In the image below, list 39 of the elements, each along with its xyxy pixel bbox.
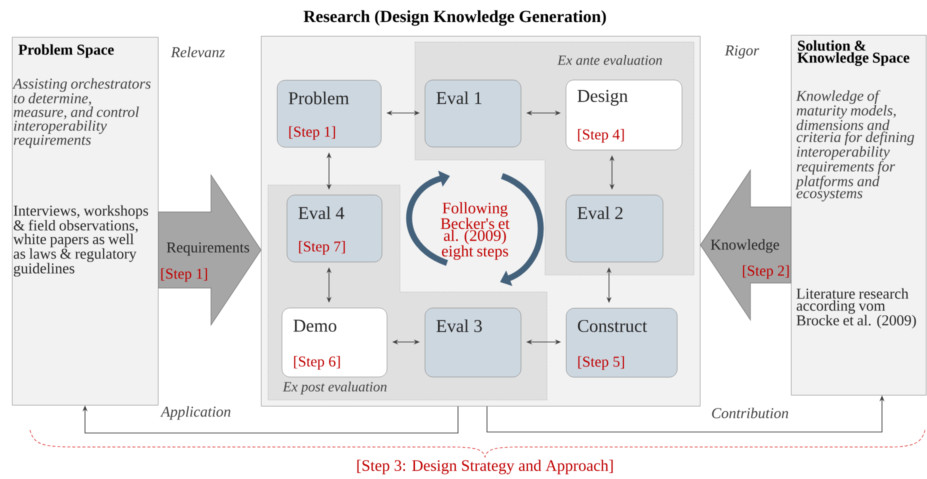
step-label: [Step 1]	[289, 126, 335, 140]
edge-label: Requirements	[166, 242, 250, 256]
box-title: Eval 4	[298, 206, 344, 220]
side-label: Rigor	[724, 45, 760, 59]
panel-heading: Solution & Knowledge Space	[797, 40, 910, 66]
box-title: Eval 1	[436, 91, 482, 104]
step-label: [Step 5]	[578, 356, 624, 370]
box-title: Problem	[288, 92, 349, 104]
description-text: Knowledge of maturity models, dimensions and criteria for defining interoperability requirements for platforms and ecosystems	[795, 90, 914, 202]
process-box	[277, 80, 382, 148]
description-text: Assisting orchestrators to determine, measure, and control interoperability requirements	[12, 78, 151, 148]
edge-label: Application	[160, 405, 232, 421]
block-arrow	[700, 168, 792, 322]
process-box	[566, 194, 664, 262]
process-box	[566, 308, 678, 378]
edge-label: Contribution	[710, 406, 790, 420]
body-text: Literature research according vom Brocke et al. (2009)	[796, 288, 916, 328]
box-title: Construct	[578, 320, 648, 332]
process-box	[424, 308, 522, 378]
step-label: [Step 7]	[299, 241, 345, 255]
panel-heading: Problem Space	[18, 44, 114, 58]
block-arrow	[158, 174, 262, 326]
box-title: Design	[578, 90, 628, 106]
body-text: Interviews, workshops & field observations, white papers as well as laws & regulatory guidelines	[13, 205, 148, 277]
edge-label: Knowledge	[710, 239, 780, 253]
cycle-caption: Following Becker's et al. (2009) eight steps	[440, 202, 510, 260]
step-label: [Step 4]	[578, 129, 624, 143]
panel-heading: Research (Design Knowledge Generation)	[304, 10, 606, 26]
region-label: Ex ante evaluation	[557, 55, 662, 65]
process-box	[286, 194, 382, 262]
box-title: Eval 3	[436, 319, 482, 332]
step-label: [Step 6]	[294, 356, 340, 370]
process-box	[566, 80, 682, 150]
box-title: Eval 2	[578, 206, 622, 220]
process-box	[424, 80, 522, 148]
box-title: Demo	[294, 320, 336, 332]
region-label: Ex post evaluation	[282, 382, 387, 394]
process-box	[282, 308, 388, 378]
step-caption: [Step 3: Design Strategy and Approach]	[357, 460, 613, 474]
